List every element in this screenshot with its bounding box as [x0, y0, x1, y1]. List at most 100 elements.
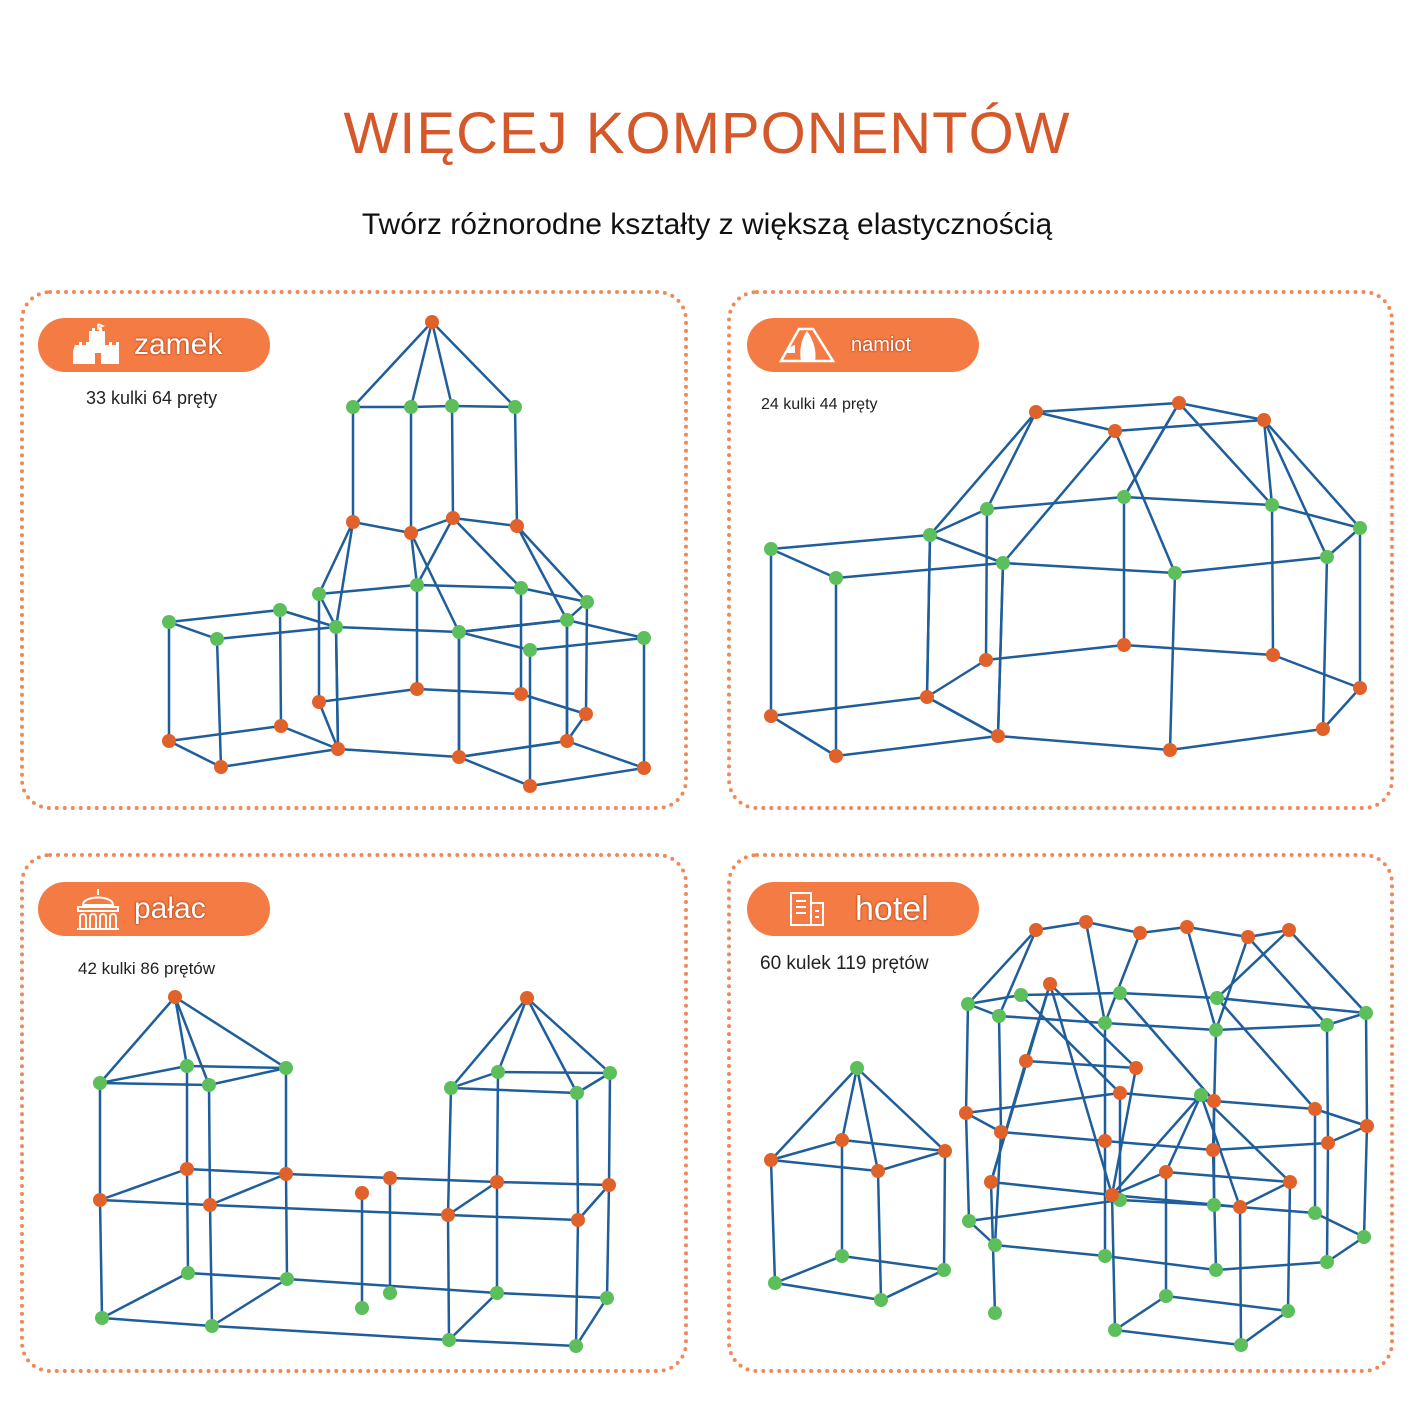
- rod: [840, 1067, 859, 1141]
- rod: [1327, 1124, 1368, 1145]
- tent-icon: [777, 323, 837, 367]
- green-ball-connector: [1320, 1255, 1334, 1269]
- green-ball-connector: [346, 400, 360, 414]
- green-ball-connector: [508, 400, 522, 414]
- rod: [529, 636, 645, 652]
- rod: [841, 1138, 946, 1153]
- rod: [584, 601, 589, 715]
- rod: [284, 1173, 289, 1280]
- green-ball-connector: [162, 615, 176, 629]
- orange-ball-connector: [1117, 638, 1131, 652]
- rod: [967, 929, 1037, 1005]
- rod: [173, 996, 211, 1086]
- green-ball-connector: [329, 620, 343, 634]
- green-ball-connector: [180, 1059, 194, 1073]
- rod: [770, 1067, 858, 1161]
- rod: [409, 532, 461, 633]
- rod: [926, 658, 987, 699]
- rod: [450, 405, 455, 519]
- green-ball-connector: [205, 1319, 219, 1333]
- green-ball-connector: [1014, 988, 1028, 1002]
- orange-ball-connector: [1321, 1136, 1335, 1150]
- rod: [1272, 653, 1361, 690]
- rod: [1325, 1024, 1330, 1144]
- rod: [566, 739, 645, 770]
- rod: [1104, 1254, 1217, 1272]
- rod: [430, 321, 454, 407]
- rod: [335, 625, 460, 634]
- rod: [577, 1184, 610, 1221]
- rod: [451, 404, 516, 409]
- rod: [168, 724, 282, 743]
- rod: [1165, 1170, 1291, 1184]
- orange-ball-connector: [1282, 923, 1296, 937]
- rod: [1113, 430, 1177, 574]
- rod: [1139, 925, 1188, 935]
- rod: [318, 583, 418, 596]
- parts-count: 33 kulki 64 pręty: [86, 388, 218, 408]
- rod: [984, 508, 989, 661]
- rod: [835, 561, 1004, 580]
- green-ball-connector: [444, 1081, 458, 1095]
- label-palac: pałac: [38, 882, 270, 936]
- rod: [929, 533, 1004, 565]
- rod: [1114, 1328, 1242, 1347]
- rod: [409, 532, 419, 586]
- orange-ball-connector: [446, 511, 460, 525]
- orange-ball-connector: [279, 1167, 293, 1181]
- green-ball-connector: [1113, 986, 1127, 1000]
- rod: [1314, 1211, 1365, 1239]
- rod: [774, 1254, 843, 1285]
- rod: [994, 1243, 1106, 1258]
- green-ball-connector: [603, 1066, 617, 1080]
- rod: [968, 1198, 1121, 1223]
- orange-ball-connector: [1098, 1134, 1112, 1148]
- green-ball-connector: [95, 1311, 109, 1325]
- rod: [770, 1158, 879, 1173]
- green-ball-connector: [980, 502, 994, 516]
- rod: [1111, 1170, 1167, 1197]
- rod: [185, 1168, 190, 1274]
- orange-ball-connector: [1233, 1200, 1247, 1214]
- rod: [1314, 1107, 1368, 1128]
- green-ball-connector: [560, 613, 574, 627]
- green-ball-connector: [452, 625, 466, 639]
- rod: [216, 625, 337, 641]
- orange-ball-connector: [1241, 930, 1255, 944]
- rod: [929, 411, 1037, 536]
- palace-icon: [68, 887, 128, 931]
- green-ball-connector: [181, 1266, 195, 1280]
- orange-ball-connector: [346, 515, 360, 529]
- rod: [1326, 527, 1361, 558]
- rod: [220, 747, 339, 769]
- rod: [997, 1015, 1003, 1133]
- rod: [989, 1060, 1028, 1183]
- rod: [1364, 1012, 1369, 1127]
- rod: [605, 1184, 611, 1299]
- label-zamek: zamek: [38, 318, 270, 372]
- green-ball-connector: [514, 581, 528, 595]
- orange-ball-connector: [514, 687, 528, 701]
- green-ball-connector: [996, 556, 1010, 570]
- rod: [1322, 687, 1361, 730]
- rod: [1199, 1094, 1242, 1208]
- rod: [317, 521, 355, 595]
- orange-ball-connector: [637, 761, 651, 775]
- orange-ball-connector: [203, 1198, 217, 1212]
- rod: [168, 620, 218, 641]
- orange-ball-connector: [1206, 1143, 1220, 1157]
- rod: [101, 1271, 189, 1320]
- rod: [495, 1071, 500, 1183]
- rod: [1020, 994, 1121, 1094]
- orange-ball-connector: [1129, 1061, 1143, 1075]
- rod: [446, 1214, 451, 1341]
- rod: [926, 695, 999, 738]
- orange-ball-connector: [938, 1144, 952, 1158]
- orange-ball-connector: [331, 742, 345, 756]
- orange-ball-connector: [602, 1178, 616, 1192]
- rod: [1165, 1294, 1289, 1313]
- orange-ball-connector: [994, 1125, 1008, 1139]
- rod: [99, 1081, 210, 1087]
- rod: [99, 1167, 188, 1202]
